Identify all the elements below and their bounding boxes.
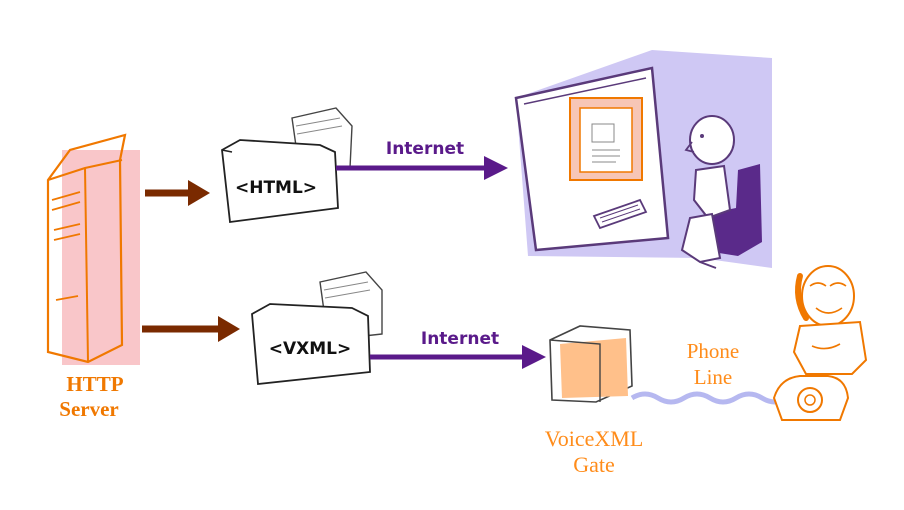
vxml-document-label: <VXML> — [269, 339, 352, 359]
person-on-phone-icon — [772, 265, 868, 421]
server-to-vxml-arrow — [142, 316, 240, 342]
html-document-icon — [221, 107, 353, 224]
gateway-label-line1: VoiceXML — [545, 426, 644, 451]
bottom-internet-arrow — [370, 345, 546, 369]
html-document-label: <HTML> — [235, 178, 317, 198]
gateway-label-line2: Gate — [573, 452, 615, 477]
top-internet-arrow — [336, 156, 508, 180]
gateway-box-icon — [549, 325, 633, 403]
person-at-computer-icon — [514, 50, 772, 269]
phone-line-wave — [630, 391, 790, 405]
server-to-html-arrow — [145, 180, 210, 206]
server-label-line2: Server — [59, 397, 118, 421]
bottom-internet-label: Internet — [421, 329, 499, 349]
server-label-line1: HTTP — [66, 372, 123, 396]
vxml-document-icon — [251, 271, 383, 385]
top-internet-label: Internet — [386, 139, 464, 159]
phone-line-label-line1: Phone — [687, 339, 740, 363]
server-tower-icon — [46, 133, 140, 365]
phone-line-label-line2: Line — [694, 365, 732, 389]
